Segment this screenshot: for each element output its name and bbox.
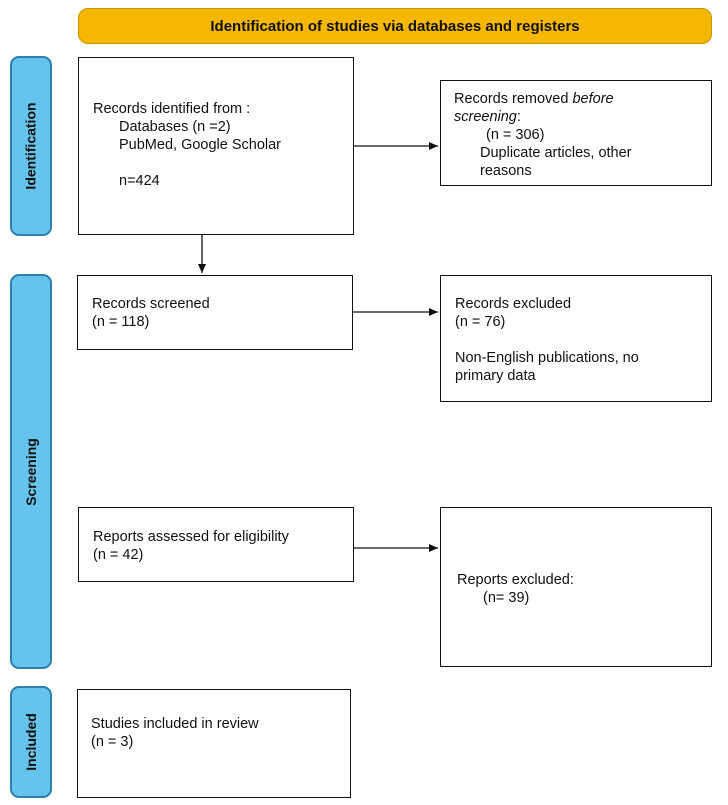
records-identified-box: Records identified from : Databases (n =…: [78, 57, 354, 235]
records-excluded-reason-1: Non-English publications, no: [455, 350, 639, 366]
reports-excluded-box: Reports excluded: (n= 39): [440, 507, 712, 667]
studies-included-box: Studies included in review (n = 3): [77, 689, 351, 798]
reports-assessed-count: (n = 42): [93, 547, 144, 563]
records-removed-count: (n = 306): [486, 127, 545, 143]
records-removed-box: Records removed before screening: (n = 3…: [440, 80, 712, 186]
records-screened-title: Records screened: [92, 296, 210, 312]
records-excluded-reason-2: primary data: [455, 368, 536, 384]
records-identified-total: n=424: [119, 173, 160, 189]
records-removed-title: Records removed before: [454, 91, 614, 107]
studies-included-count: (n = 3): [91, 734, 134, 750]
phase-included: Included: [10, 686, 52, 798]
records-excluded-count: (n = 76): [455, 314, 506, 330]
records-screened-count: (n = 118): [92, 314, 150, 330]
records-screened-box: Records screened (n = 118): [77, 275, 353, 350]
records-identified-title: Records identified from :: [93, 101, 251, 117]
header-title: Identification of studies via databases …: [210, 17, 580, 35]
reports-assessed-box: Reports assessed for eligibility (n = 42…: [78, 507, 354, 582]
records-identified-databases: Databases (n =2): [119, 119, 231, 135]
studies-included-title: Studies included in review: [91, 716, 259, 732]
records-removed-reason-2: reasons: [480, 163, 532, 179]
diagram-header: Identification of studies via databases …: [78, 8, 712, 44]
records-identified-sources: PubMed, Google Scholar: [119, 137, 282, 153]
reports-excluded-count: (n= 39): [483, 590, 530, 606]
phase-identification: Identification: [10, 56, 52, 236]
records-removed-title-cont: screening:: [454, 109, 521, 125]
records-excluded-box: Records excluded (n = 76) Non-English pu…: [440, 275, 712, 402]
reports-excluded-title: Reports excluded:: [457, 572, 574, 588]
records-excluded-title: Records excluded: [455, 296, 572, 312]
phase-screening: Screening: [10, 274, 52, 669]
records-removed-reason-1: Duplicate articles, other: [480, 145, 632, 161]
reports-assessed-title: Reports assessed for eligibility: [93, 529, 289, 545]
